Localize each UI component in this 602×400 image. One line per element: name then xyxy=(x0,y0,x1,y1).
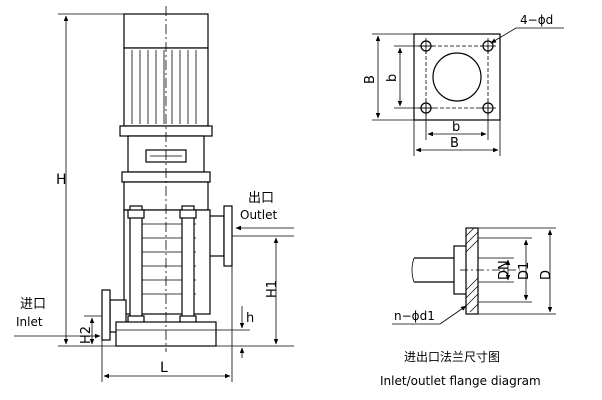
caption-en: Inlet/outlet flange diagram xyxy=(380,374,541,388)
motor-cooling-fins xyxy=(131,50,197,124)
square-flange-plan xyxy=(413,33,501,121)
outlet-en-label: Outlet xyxy=(240,208,277,222)
dim-DN-label: DN xyxy=(497,260,512,280)
dim-H1-label: H1 xyxy=(265,280,280,298)
round-flange-section xyxy=(411,227,520,315)
dim-h-label: h xyxy=(246,311,254,326)
flange-bore xyxy=(432,52,482,102)
dim-h xyxy=(216,306,250,358)
flange-plate xyxy=(465,227,479,315)
dim-L xyxy=(101,266,233,382)
dim-B-vertical-label: B xyxy=(363,75,378,84)
dim-b-vertical-label: b xyxy=(385,74,400,82)
dim-H1 xyxy=(216,235,294,347)
square-flange-outline xyxy=(413,33,501,121)
pump-elevation xyxy=(101,6,233,352)
inlet-flange xyxy=(101,289,111,341)
dim-L-label: L xyxy=(160,360,168,376)
dim-H xyxy=(58,13,124,347)
dim-D-label: D xyxy=(539,270,554,280)
flange-hatching xyxy=(465,227,479,313)
holes-label: 4−ϕd xyxy=(520,13,553,27)
dim-B-horizontal-label: B xyxy=(450,136,459,151)
caption-cn: 进出口法兰尺寸图 xyxy=(404,350,500,364)
outlet-flange xyxy=(223,205,233,267)
inlet-en-label: Inlet xyxy=(16,315,43,329)
outlet-cn-label: 出口 xyxy=(248,191,274,206)
tie-bolts xyxy=(127,205,197,325)
inlet-cn-label: 进口 xyxy=(20,297,46,312)
n-holes-label: n−ϕd1 xyxy=(394,309,435,323)
dim-b-horizontal-label: b xyxy=(452,120,460,135)
dim-H2 xyxy=(84,315,102,345)
dim-H-label: H xyxy=(56,172,67,188)
dim-D1-label: D1 xyxy=(517,262,532,280)
dim-H2-label: H2 xyxy=(79,326,94,344)
